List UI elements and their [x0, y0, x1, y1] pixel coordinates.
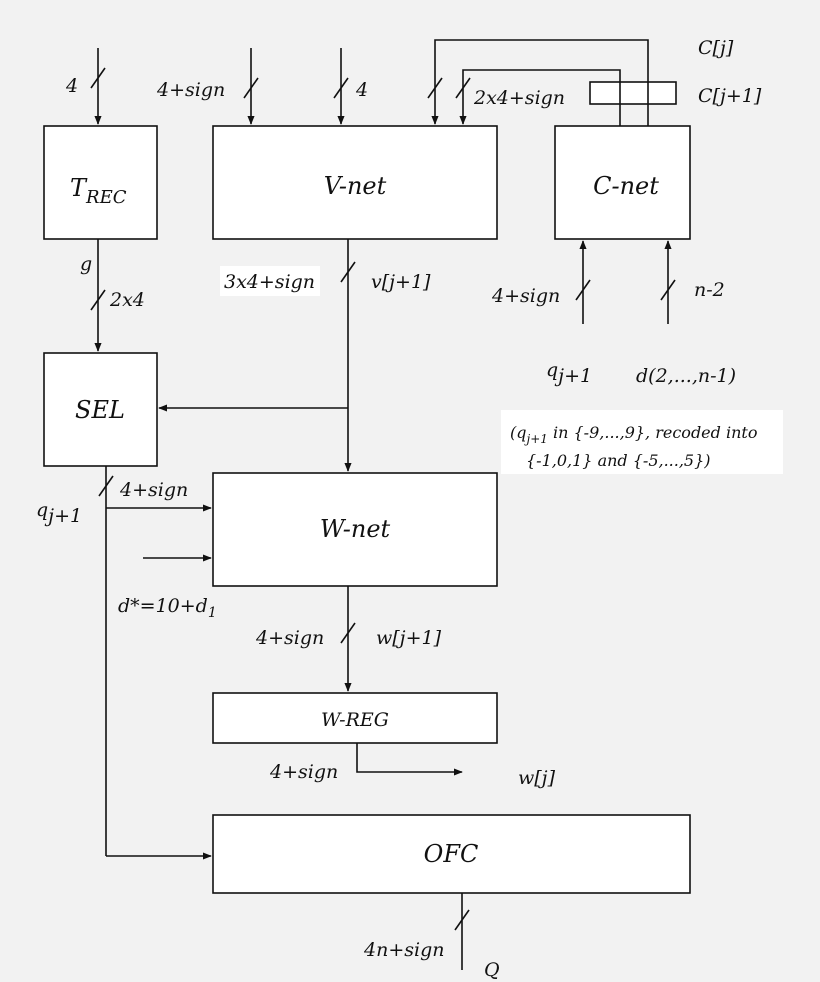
q-j1-label: qj+1	[546, 359, 592, 387]
sel-out-width-label: 4+sign	[119, 479, 188, 501]
sel-output-bus-tick	[98, 475, 114, 497]
trec-title: TREC	[70, 174, 127, 208]
wreg-out-width-label: 4+sign	[269, 761, 338, 783]
trec-in-width-label: 4	[65, 75, 78, 97]
c-j-label: C[j]	[698, 37, 734, 59]
wreg-title: W-REG	[321, 709, 389, 731]
vnet-input2-bus-tick	[333, 77, 349, 99]
c-j1-feedback-wire	[459, 69, 621, 126]
trec-title-sub: REC	[85, 187, 127, 208]
trec-to-sel-bus-tick	[90, 289, 106, 311]
d-range-label: d(2,...,n-1)	[636, 365, 736, 387]
sel-block	[43, 352, 158, 467]
note-bg	[501, 410, 783, 474]
c-j1-bus-tick	[455, 77, 471, 99]
vnet-out-width-bg	[220, 266, 320, 296]
wnet-block	[212, 472, 498, 587]
ofc-output-bus-tick	[454, 909, 470, 931]
dstar-sub: 1	[208, 605, 217, 621]
note-line1-open: (q	[510, 423, 526, 442]
w-j1-label: w[j+1]	[376, 627, 442, 649]
trec-input-bus-tick	[90, 67, 106, 89]
wreg-block	[212, 692, 498, 744]
dstar-label: d*=10+d1	[118, 595, 217, 621]
q-j1-main: q	[546, 359, 558, 381]
sel-out-q-sub: j+1	[44, 505, 82, 527]
c-j1-label: C[j+1]	[698, 85, 762, 107]
w-j-label: w[j]	[518, 767, 556, 789]
cnet-title: C-net	[593, 172, 659, 200]
vnet-out-bus-tick	[340, 261, 356, 283]
sel-in-width-label: 2x4	[109, 289, 145, 311]
g-label: g	[80, 253, 92, 275]
c-j-feedback-wire	[431, 39, 649, 126]
cnet-in2-width-label: n-2	[694, 279, 725, 301]
wnet-title: W-net	[320, 515, 391, 543]
cnet-input-q-bus-tick	[575, 279, 591, 301]
c-j-bus-tick	[427, 77, 443, 99]
trec-block	[43, 125, 158, 240]
trec-title-main: T	[70, 174, 88, 202]
sel-out-q-label: qj+1	[36, 499, 82, 527]
q-j1-sub: j+1	[554, 365, 592, 387]
ofc-title: OFC	[424, 840, 479, 868]
wnet-out-width-label: 4+sign	[255, 627, 324, 649]
vnet-block	[212, 125, 498, 240]
vnet-in2-width-label: 4	[355, 79, 368, 101]
vnet-input1-bus-tick	[243, 77, 259, 99]
cnet-input-d-bus-tick	[660, 279, 676, 301]
vnet-in1-width-label: 4+sign	[156, 79, 225, 101]
ofc-out-width-label: 4n+sign	[363, 939, 444, 961]
c-register	[589, 81, 677, 105]
dstar-main: d*=10+d	[118, 595, 208, 617]
vnet-title: V-net	[324, 172, 387, 200]
cnet-block	[554, 125, 691, 240]
c-feedback-width-label: 2x4+sign	[473, 87, 565, 109]
note-line1-sub: j+1	[523, 432, 547, 446]
vnet-out-width-label: 3x4+sign	[224, 271, 315, 293]
wreg-output-wire	[356, 743, 463, 776]
note-line2: {-1,0,1} and {-5,...,5})	[526, 451, 711, 470]
note-line1: (qj+1 in {-9,...,9}, recoded into	[510, 423, 757, 446]
v-j1-label: v[j+1]	[371, 271, 431, 293]
sel-title: SEL	[75, 396, 125, 424]
sel-out-q-main: q	[36, 499, 48, 521]
wnet-out-bus-tick	[340, 622, 356, 644]
ofc-out-label: Q	[484, 959, 500, 981]
ofc-block	[212, 814, 691, 894]
cnet-in1-width-label: 4+sign	[491, 285, 560, 307]
note-line1-rest: in {-9,...,9}, recoded into	[548, 423, 758, 442]
